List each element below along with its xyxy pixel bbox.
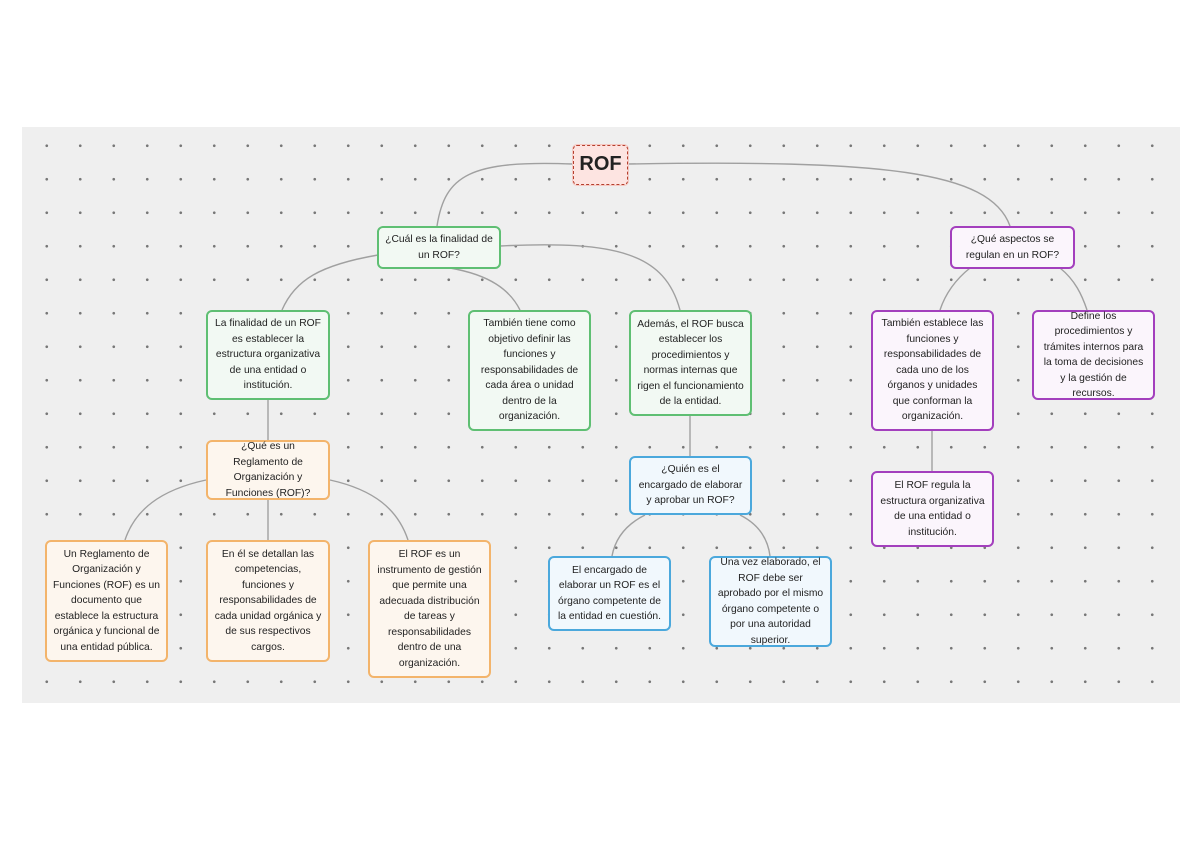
definicion-instrumento-node[interactable]: El ROF es un instrumento de gestión que … — [368, 540, 491, 678]
definicion-documento-node[interactable]: Un Reglamento de Organización y Funcione… — [45, 540, 168, 662]
encargado-aprobado-node[interactable]: Una vez elaborado, el ROF debe ser aprob… — [709, 556, 832, 647]
question-que-es-node[interactable]: ¿Qué es un Reglamento de Organización y … — [206, 440, 330, 500]
definicion-competencias-node[interactable]: En él se detallan las competencias, func… — [206, 540, 330, 662]
question-encargado-node[interactable]: ¿Quién es el encargado de elaborar y apr… — [629, 456, 752, 515]
question-finalidad-node[interactable]: ¿Cuál es la finalidad de un ROF? — [377, 226, 501, 269]
question-aspectos-node[interactable]: ¿Qué aspectos se regulan en un ROF? — [950, 226, 1075, 269]
finalidad-estructura-node[interactable]: La finalidad de un ROF es establecer la … — [206, 310, 330, 400]
aspecto-funciones-node[interactable]: También establece las funciones y respon… — [871, 310, 994, 431]
encargado-organo-node[interactable]: El encargado de elaborar un ROF es el ór… — [548, 556, 671, 631]
procedimientos-node[interactable]: Además, el ROF busca establecer los proc… — [629, 310, 752, 416]
aspecto-estructura-node[interactable]: El ROF regula la estructura organizativa… — [871, 471, 994, 547]
root-node-rof[interactable]: ROF — [573, 145, 628, 185]
objetivo-funciones-node[interactable]: También tiene como objetivo definir las … — [468, 310, 591, 431]
aspecto-procedimientos-node[interactable]: Define los procedimientos y trámites int… — [1032, 310, 1155, 400]
